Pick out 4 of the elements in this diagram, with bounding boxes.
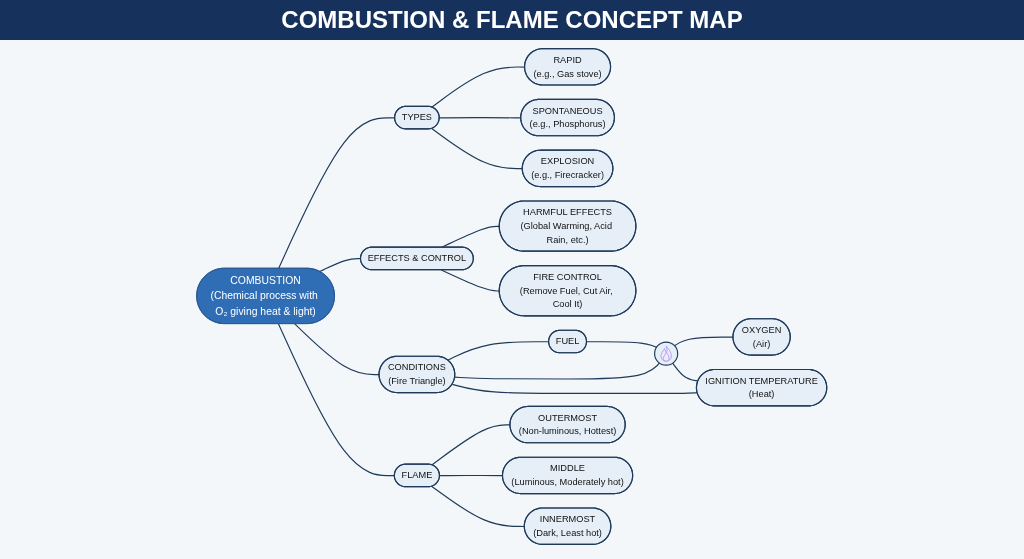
concept-map: COMBUSTION (Chemical process with O₂ giving heat & light) TYPES RAPID (e.g., Gas stove) SPONTANEOUS (e.g., Phosphorus) EXPLOSION (e.g., Firecracker) EFFECTS & CONTROL HARMFUL EFFECTS (Global Warming, Acid Rain, etc.) FIRE CONTROL (Remove Fuel, Cut Air, Cool It) CONDITIONS (Fire Triangle) FUEL OXYGEN (Air) IGNITION TEMPERATURE (Heat) FLAME OUTERMOST (Non-luminous, Hottest) MIDDLE (Luminous, Moderately hot) INNERMOST (Dark, Least hot) [192,44,832,549]
connector [439,117,522,119]
title: COMBUSTION & FLAME CONCEPT MAP [0,0,1024,40]
node-picture [654,341,679,366]
